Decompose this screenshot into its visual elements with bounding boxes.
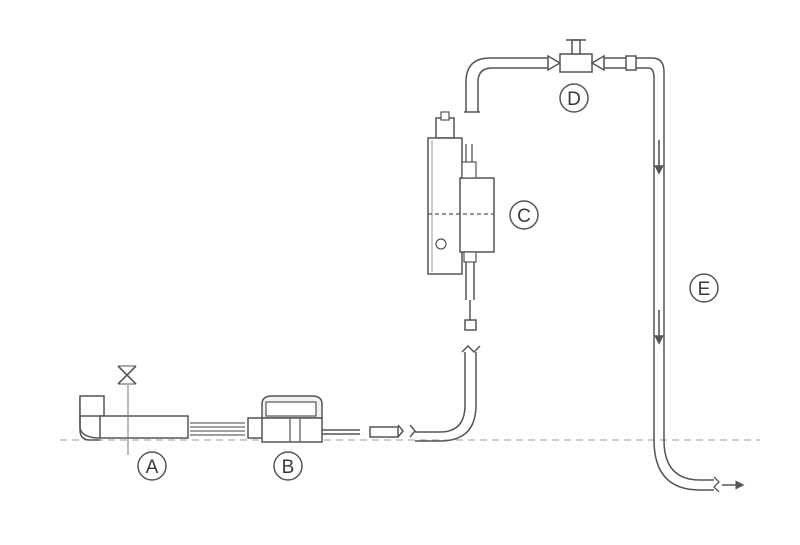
component-e-downpipe (636, 57, 745, 493)
callout-e: E (689, 273, 719, 303)
callout-b: B (273, 451, 303, 481)
discharge-pipe-to-d (464, 57, 548, 113)
flow-a-to-b (190, 422, 245, 436)
callout-c-label: C (517, 206, 531, 227)
component-b-pump-reservoir (247, 395, 360, 443)
callout-e-label: E (698, 279, 711, 300)
callout-d-label: D (567, 89, 581, 110)
callout-a: A (137, 451, 167, 481)
broken-pipe-segment (369, 424, 416, 438)
callout-a-label: A (146, 457, 159, 478)
callout-d: D (559, 83, 589, 113)
component-d-valve (547, 39, 637, 73)
rising-pipe-to-c (415, 262, 481, 442)
component-c-pump-unit (427, 111, 495, 275)
component-a-drain-unit (79, 365, 189, 455)
callout-c: C (509, 200, 539, 230)
callout-b-label: B (282, 457, 295, 478)
